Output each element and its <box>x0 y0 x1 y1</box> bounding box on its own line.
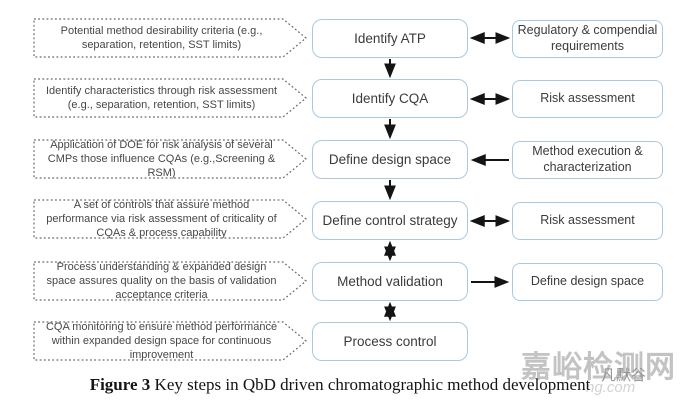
step-box-identify-atp: Identify ATP <box>312 19 468 58</box>
note-text: Potential method desirability criteria (… <box>60 24 263 51</box>
note-text: Process understanding & expanded design … <box>46 260 277 302</box>
dashed-pointer-shape <box>33 18 307 58</box>
figure-caption-text: Key steps in QbD driven chromatographic … <box>150 375 591 394</box>
side-box-risk-assessment-2: Risk assessment <box>512 202 663 240</box>
step-box-define-control-strategy: Define control strategy <box>312 201 468 240</box>
step-box-method-validation: Method validation <box>312 262 468 301</box>
note-box-design-space: Application of DOE for risk analysis of … <box>33 139 308 179</box>
note-box-cqa: Identify characteristics through risk as… <box>33 78 308 118</box>
dashed-pointer-shape <box>33 321 307 361</box>
dashed-pointer-shape <box>33 78 307 118</box>
side-box-risk-assessment-1: Risk assessment <box>512 80 663 118</box>
figure-caption: Figure 3 Key steps in QbD driven chromat… <box>0 375 680 395</box>
side-box-define-design-space: Define design space <box>512 263 663 301</box>
note-text: A set of controls that assure method per… <box>46 198 277 240</box>
watermark-site-name: 嘉峪检测网 <box>521 351 676 384</box>
side-box-regulatory-requirements: Regulatory & compendial requirements <box>512 20 663 58</box>
watermark-brand: 凡默谷 <box>601 367 647 384</box>
figure-caption-label: Figure 3 <box>89 375 151 394</box>
note-box-method-validation: Process understanding & expanded design … <box>33 261 308 301</box>
note-box-control-strategy: A set of controls that assure method per… <box>33 199 308 239</box>
step-box-identify-cqa: Identify CQA <box>312 79 468 118</box>
watermark-domain: ng.com <box>586 379 636 396</box>
dashed-pointer-shape <box>33 139 307 179</box>
dashed-pointer-shape <box>33 261 307 301</box>
note-box-atp: Potential method desirability criteria (… <box>33 18 308 58</box>
note-text: Identify characteristics through risk as… <box>45 84 278 111</box>
step-box-define-design-space: Define design space <box>312 140 468 179</box>
dashed-pointer-shape <box>33 199 307 239</box>
note-text: CQA monitoring to ensure method performa… <box>45 320 278 362</box>
step-box-process-control: Process control <box>312 322 468 361</box>
note-text: Application of DOE for risk analysis of … <box>47 138 276 180</box>
note-box-process-control: CQA monitoring to ensure method performa… <box>33 321 308 361</box>
side-box-method-execution: Method execution & characterization <box>512 141 663 179</box>
